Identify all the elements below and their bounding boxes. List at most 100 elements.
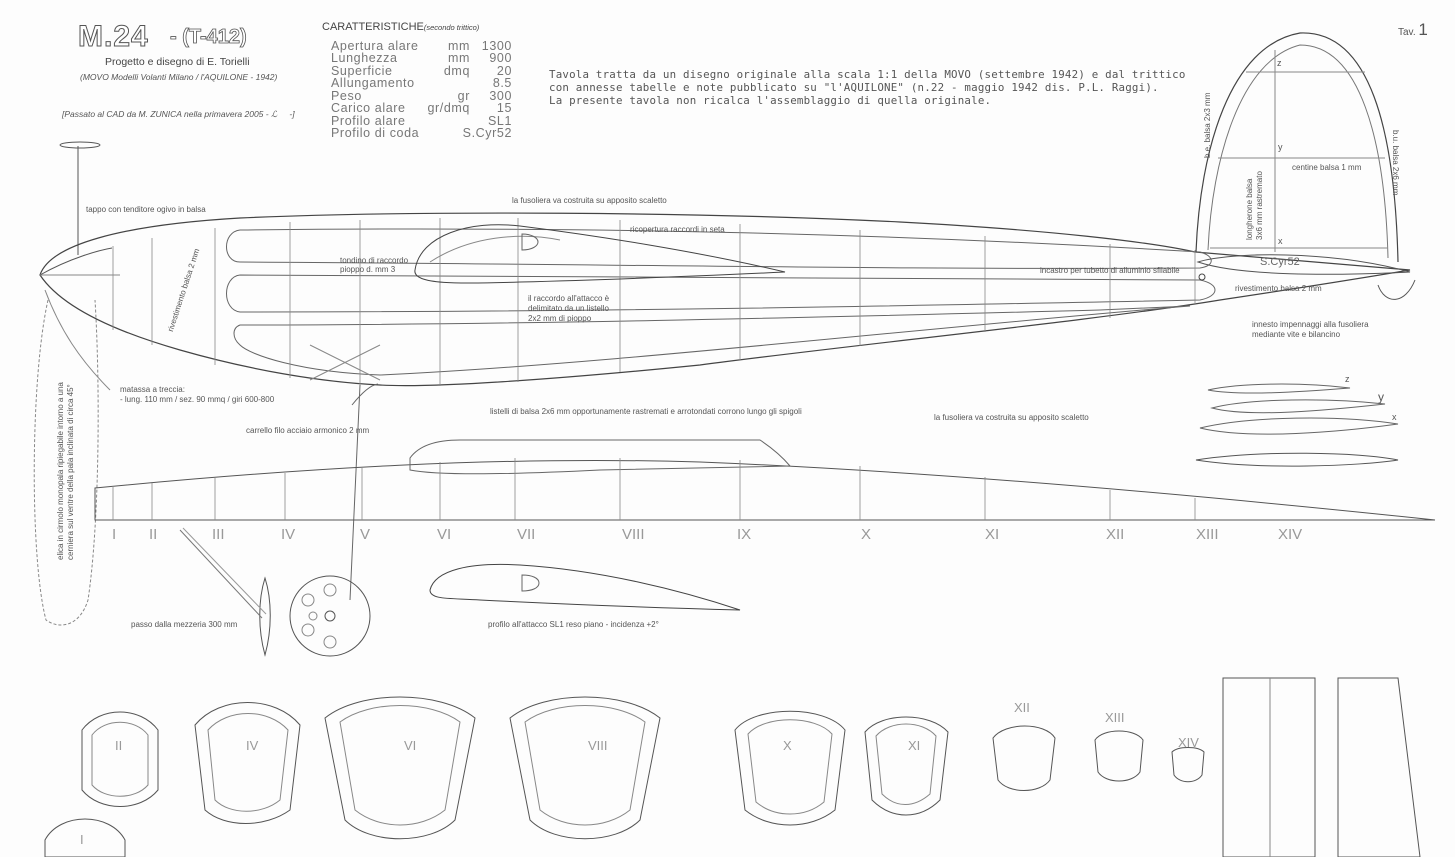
spec-label: Profilo alare [331,114,406,128]
note-tail-longherone-1: longherone balsa [1245,178,1254,240]
note-elica-1: elica in cirmolo monopala ripiegabile in… [56,382,65,560]
note-incastro: incastro per tubetto di alluminio sfilab… [1040,266,1180,275]
origin-note: (MOVO Modelli Volanti Milano / l'AQUILON… [80,72,278,82]
station-VII: VII [517,526,536,543]
note-raccordo-3: 2x2 mm di pioppo [528,314,592,323]
former-II: II [115,738,123,753]
former-XII: XII [1014,700,1030,715]
model-code: - (T-412) [170,26,247,49]
spec-value: SL1 [487,114,512,128]
note-profilo: profilo all'attacco SL1 reso piano - inc… [488,620,659,629]
wing-root-fillet [429,235,561,263]
top-view-stations [112,458,1196,520]
spec-label: Allungamento [331,76,415,90]
propeller-side-view [259,576,271,657]
fuselage-top-view [94,459,1436,521]
former-IV: IV [246,738,259,753]
station-I: I [112,526,117,543]
spec-value: 900 [489,51,512,65]
section-label-x: x [1392,412,1397,422]
gear-strut-diag2 [309,344,381,381]
propeller-blade-outline [33,299,99,626]
landing-gear-wire [349,383,379,601]
spec-label: Superficie [331,64,393,78]
cad-note-text: [Passato al CAD da M. ZUNICA nella prima… [62,109,269,119]
signature-icon: ℒ [270,109,278,119]
former-XI: XI [908,738,921,753]
cad-note-end: -] [289,109,295,119]
spec-value: 1300 [481,39,512,53]
wing-profile-sl1 [429,563,741,611]
spec-label: Profilo di coda [331,126,420,140]
sheet-number: 1 [1418,20,1428,39]
former-X: X [783,738,792,753]
sheet-label: Tav. 1 [1398,20,1428,40]
station-III: III [212,526,225,543]
station-XI: XI [985,526,1000,543]
spec-value: 15 [496,101,512,115]
wheel [289,575,371,657]
nose-cone-lower [44,289,111,391]
specs-header: CARATTERISTICHE(secondo trittico) [322,21,479,33]
tail-station-y: y [1278,142,1283,152]
note-raccordo-2: delimitato da un listello [528,304,609,313]
formers [44,696,1205,857]
section-label-y: y [1378,390,1384,404]
spec-value: 8.5 [492,76,512,90]
specs-header-text: CARATTERISTICHE [322,21,424,33]
tail-section-z [1207,383,1351,394]
prop-cap [59,141,101,149]
longeron-lower [233,305,1191,376]
note-matassa-2: - lung. 110 mm / sez. 90 mmq / giri 600-… [120,395,275,404]
spec-label: Apertura alare [331,39,419,53]
tail-section-x [1199,417,1399,435]
note-matassa-1: matassa a treccia: [120,385,185,394]
spec-label: Lunghezza [331,51,398,65]
station-VI: VI [437,526,452,543]
station-XII: XII [1106,526,1125,543]
prop-rod [179,529,263,619]
spec-value: S.Cyr52 [462,126,512,140]
tail-section-y [1210,399,1386,414]
spec-label: Peso [331,89,362,103]
wheel-holes [301,583,337,649]
wing-root-airfoil [414,224,786,284]
tail-profile-label: S.Cyr52 [1260,256,1300,268]
wing-panel-1 [1222,677,1316,857]
note-innesto-1: innesto impennaggi alla fusoliera [1252,320,1369,329]
sheet-word: Tav. [1398,27,1416,38]
fuselage-outline [39,212,1411,387]
note-tail-bu: b.u. balsa 2x6 mm [1391,130,1400,196]
description-line-2: con annesse tabelle e note pubblicato su… [549,81,1159,94]
nose-frame [39,247,113,276]
station-II: II [149,526,158,543]
note-listelli: listelli di balsa 2x6 mm opportunamente … [490,407,802,416]
former-XIV: XIV [1178,735,1199,750]
note-fusoliera-right: la fusoliera va costruita su apposito sc… [934,413,1089,422]
note-passo: passo dalla mezzeria 300 mm [131,620,238,629]
wheel-hub [324,610,336,622]
note-elica-2: cerniera sul ventre della pala inclinata… [66,384,75,560]
note-tail-centine: centine balsa 1 mm [1292,163,1362,172]
spec-value: 20 [496,64,512,78]
station-XIV: XIV [1278,526,1303,543]
longeron-middle [226,274,1216,313]
cad-note: [Passato al CAD da M. ZUNICA nella prima… [62,109,295,120]
former-VI: VI [404,738,417,753]
station-XIII: XIII [1196,526,1219,543]
prop-rod2 [182,527,267,615]
station-VIII: VIII [622,526,645,543]
wing-root-top-view [409,439,792,475]
station-X: X [861,526,872,543]
station-IV: IV [281,526,296,543]
former-VIII: VIII [588,738,608,753]
section-label-z: z [1345,374,1350,384]
note-rivestimento-right: rivestimento balsa 2 mm [1235,284,1322,293]
longeron-upper [226,228,1212,269]
vertical-tail-inner [1207,44,1389,259]
fuselage-uprights [112,218,1196,386]
station-IX: IX [737,526,752,543]
note-tappo: tappo con tenditore ogivo in balsa [86,205,206,214]
spec-unit: dmq [443,64,470,78]
